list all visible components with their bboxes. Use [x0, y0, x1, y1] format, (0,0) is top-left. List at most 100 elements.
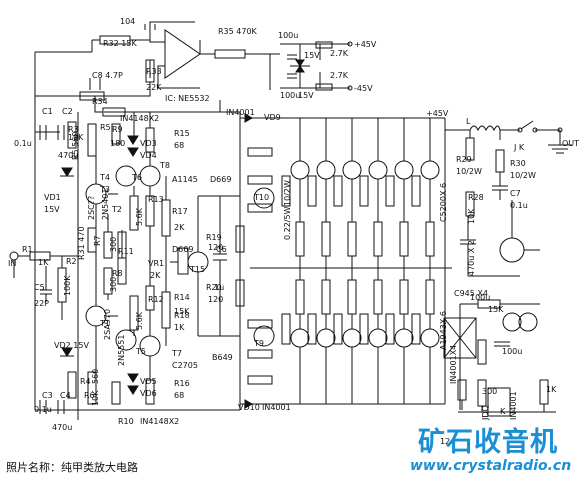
r6-value: 560 — [91, 369, 100, 384]
vd9-label: VD9 — [264, 113, 281, 122]
bridge-in4001x4: IN4001X4 — [449, 345, 458, 384]
jk-label: J K — [513, 143, 525, 152]
c2-label: C2 — [62, 107, 73, 116]
r2-value: 100K — [63, 275, 72, 296]
r31-label: R31 470 — [77, 226, 86, 260]
r4-value: 10K — [91, 390, 100, 406]
cap-100u-c: 100u — [470, 293, 490, 302]
d669-label-b: D669 — [172, 245, 193, 254]
cap-470u-label: 470u X 2 — [467, 240, 476, 276]
r20-value: 120 — [208, 295, 223, 304]
r8-label: R8 — [112, 269, 123, 278]
out-label: OUT — [562, 139, 579, 148]
r16-value: 68 — [174, 391, 184, 400]
r17-value: 2K — [174, 223, 185, 232]
c5-value: 22P — [34, 299, 49, 308]
vd5-label: VD5 — [140, 377, 157, 386]
r29-label: R29 — [456, 155, 472, 164]
res-300-label: 300 — [482, 387, 497, 396]
d669-label-a: D669 — [210, 175, 231, 184]
r3-value: 10K — [68, 133, 84, 142]
a1943-label: A1943X 6 — [439, 311, 448, 350]
zener-15v-b: 15V — [298, 91, 314, 100]
r3-label: R3 — [68, 125, 79, 134]
t4-label: T4 — [99, 173, 110, 182]
t8-label: T8 — [159, 161, 170, 170]
driver-stage — [104, 111, 241, 411]
component-labels: 104 R32 15K R35 470K C8 4.7P R33 22K R34… — [8, 17, 579, 446]
rail-minus-45v: -45V — [354, 84, 373, 93]
res-15k-label: 15K — [488, 305, 504, 314]
res-10-2w: 10/2W — [283, 180, 292, 206]
r8-value: 300 — [109, 277, 118, 292]
r13-value: 5.6K — [135, 207, 144, 226]
r35-label: R35 470K — [218, 27, 258, 36]
r28-label: R28 — [468, 193, 484, 202]
c3-label: C3 — [42, 391, 53, 400]
r7-value: 300 — [109, 237, 118, 252]
r15-value: 68 — [174, 141, 184, 150]
r11-label: R11 — [118, 247, 134, 256]
r1-label: R1 — [22, 245, 33, 254]
photo-caption: 照片名称：纯甲类放大电路 — [6, 461, 138, 474]
c6-value: 1u — [214, 283, 224, 292]
vd6-label: VD6 — [140, 389, 157, 398]
c1-value: 0.1u — [14, 139, 32, 148]
res-2k7-b: 2.7K — [330, 71, 349, 80]
r18-label: R18 — [174, 311, 190, 320]
r1-value: 1K — [38, 258, 49, 267]
vd1-value: 15V — [44, 205, 60, 214]
diode-in4148-a: IN4148X2 — [120, 114, 159, 123]
t3-label: T3 — [99, 185, 110, 194]
cap-100u-d: 100u — [502, 347, 522, 356]
r5-value: R5 560 — [71, 132, 80, 160]
output-network — [443, 118, 572, 417]
vr1-label: VR1 — [148, 259, 164, 268]
r10-label: R10 — [118, 417, 134, 426]
vd2-label: VD2 15V — [54, 341, 89, 350]
c5200-label: C5200X 6 — [439, 183, 448, 222]
r32-label: R32 15K — [103, 39, 137, 48]
relay-coil-12v: 12 — [440, 437, 450, 446]
watermark-brand: 矿石收音机 — [418, 427, 558, 458]
r12-label: R12 — [148, 295, 164, 304]
cap-100u-a: 100u — [278, 31, 298, 40]
zener-15v-a: 15V — [304, 51, 320, 60]
c2705-label: C2705 — [172, 361, 198, 370]
ne5532-opamp — [164, 29, 201, 79]
r34-label: R34 — [92, 97, 108, 106]
r12-value: 5.6K — [135, 311, 144, 330]
r28-value: 10K — [467, 208, 476, 224]
r14-value: 15K — [174, 307, 190, 316]
r17-label: R17 — [172, 207, 188, 216]
relay-jdq-label: JDQ — [481, 405, 490, 421]
t3-part: 2N5401 — [101, 189, 110, 220]
watermark-url: www.crystalradio.cn — [410, 458, 572, 474]
rail-plus-45v-b: +45V — [426, 109, 449, 118]
r29-value: 10/2W — [456, 167, 482, 176]
vd11-label: IN4001 — [509, 391, 518, 420]
r30-label: R30 — [510, 159, 526, 168]
input-label: IN — [8, 259, 16, 268]
vd4-label: VD4 — [140, 151, 157, 160]
b649-label: B649 — [212, 353, 233, 362]
c6-label: C6 — [216, 245, 227, 254]
c7-label: C7 — [510, 189, 521, 198]
r6-label: R6 — [84, 391, 95, 400]
r4-label: R4 — [80, 377, 91, 386]
r30-value: 10/2W — [510, 171, 536, 180]
t15-label: T15 — [189, 265, 205, 274]
res-022-5w: 0.22/5W — [283, 206, 292, 240]
output-transistor-bank — [250, 118, 452, 404]
vd10-label: VD10 — [238, 403, 260, 412]
a1145-label: A1145 — [172, 175, 198, 184]
t9-label: T9 — [253, 339, 264, 348]
r16-label: R16 — [174, 379, 190, 388]
relay-k-label: K — [500, 407, 506, 416]
c5-label: C5 — [34, 283, 45, 292]
c4-label: C4 — [60, 391, 71, 400]
t5-part: 2N5551 — [117, 335, 126, 366]
t1-part: 2SA970 — [103, 309, 112, 340]
r19-value: 120 — [208, 243, 223, 252]
